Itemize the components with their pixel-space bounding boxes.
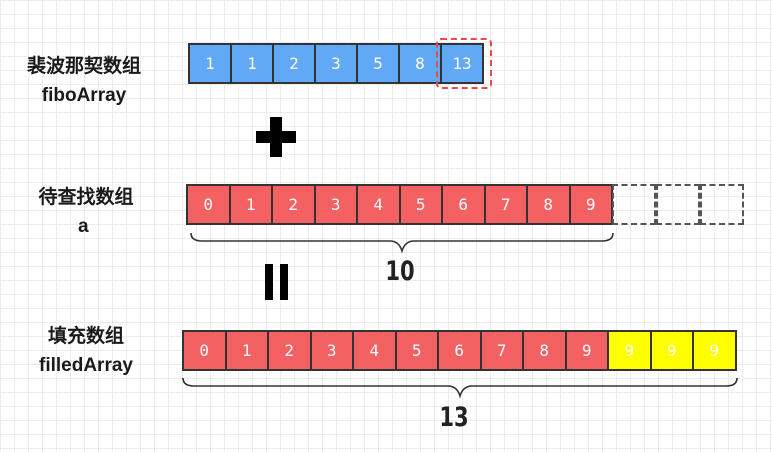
padding-cell: 9 — [607, 330, 652, 371]
filled-array-label-en: filledArray — [39, 355, 133, 376]
filled-length-label: 13 — [439, 402, 469, 433]
input-cell: 3 — [313, 184, 358, 225]
filled-cell: 8 — [522, 330, 567, 371]
fibo-highlight-box — [436, 38, 492, 89]
filled-cell: 6 — [437, 330, 482, 371]
fibo-cell: 1 — [230, 43, 274, 84]
padding-cell: 9 — [649, 330, 694, 371]
fibo-cell: 5 — [356, 43, 400, 84]
filled-cell: 3 — [309, 330, 354, 371]
filled-cell: 0 — [182, 330, 227, 371]
input-cell: 6 — [441, 184, 486, 225]
filled-length-brace — [182, 377, 738, 399]
filled-cell: 9 — [564, 330, 609, 371]
input-array-label: 待查找数组 a — [22, 183, 150, 241]
fibo-cell: 2 — [272, 43, 316, 84]
fibo-cell: 8 — [398, 43, 442, 84]
filled-array-label: 填充数组 filledArray — [24, 322, 148, 380]
equals-icon — [263, 264, 291, 300]
input-cell: 5 — [398, 184, 443, 225]
filled-cell: 1 — [224, 330, 269, 371]
filled-cell: 7 — [479, 330, 524, 371]
padding-cell: 9 — [692, 330, 737, 371]
input-cell: 0 — [186, 184, 231, 225]
fibo-cell: 3 — [314, 43, 358, 84]
input-cell: 4 — [356, 184, 401, 225]
fibo-array-label-en: fiboArray — [41, 85, 127, 106]
input-length-label: 10 — [385, 256, 415, 287]
fibo-array-label: 裴波那契数组 fiboArray — [16, 52, 152, 110]
fibo-array-label-cn: 裴波那契数组 — [26, 56, 141, 77]
input-cell: 1 — [228, 184, 273, 225]
fibo-cell: 1 — [188, 43, 232, 84]
input-array-label-en: a — [78, 216, 89, 237]
input-array-label-cn: 待查找数组 — [38, 187, 134, 208]
empty-slot — [656, 184, 700, 225]
filled-cell: 5 — [394, 330, 439, 371]
filled-array-label-cn: 填充数组 — [47, 326, 124, 347]
input-cell: 7 — [483, 184, 528, 225]
input-cell: 9 — [568, 184, 613, 225]
filled-cell: 4 — [352, 330, 397, 371]
fibo-cell: 13 — [440, 43, 484, 84]
input-cell: 2 — [271, 184, 316, 225]
plus-icon — [256, 117, 296, 157]
empty-slot — [612, 184, 656, 225]
filled-cell: 2 — [267, 330, 312, 371]
empty-slot — [700, 184, 744, 225]
input-cell: 8 — [526, 184, 571, 225]
input-length-brace — [190, 232, 614, 254]
